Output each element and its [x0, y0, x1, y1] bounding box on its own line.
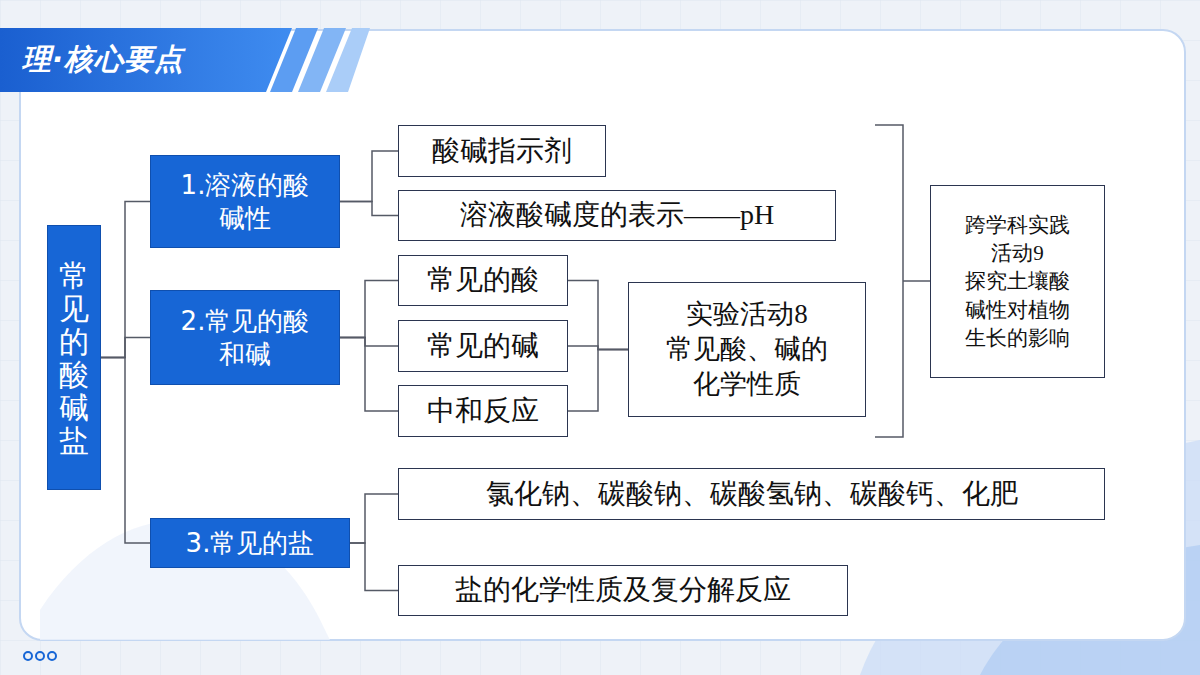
topic-box: 常见的酸碱盐	[47, 225, 101, 490]
tree-connector	[568, 281, 628, 350]
tree-connector	[340, 338, 398, 412]
branch-box: 1.溶液的酸 碱性	[150, 155, 340, 248]
leaf-box: 常见的碱	[398, 320, 568, 372]
tree-connector	[340, 202, 398, 216]
node-label: 中和反应	[427, 393, 539, 429]
tree-connector	[101, 358, 150, 544]
section-title: 理·核心要点	[22, 40, 184, 80]
node-label: 实验活动8 常见酸、碱的 化学性质	[647, 297, 847, 402]
node-label: 酸碱指示剂	[432, 133, 572, 169]
leaf-box: 溶液酸碱度的表示——pH	[398, 190, 836, 241]
group-bracket	[875, 125, 930, 437]
tree-connector	[101, 338, 150, 358]
leaf-box: 酸碱指示剂	[398, 125, 606, 177]
node-label: 常见的酸	[427, 262, 539, 298]
node-label: 1.溶液的酸 碱性	[165, 169, 325, 234]
node-label: 3.常见的盐	[160, 527, 340, 560]
node-label: 跨学科实践 活动9 探究土壤酸 碱性对植物 生长的影响	[948, 211, 1088, 353]
tree-connector	[350, 543, 398, 591]
node-label: 常见的酸碱盐	[59, 259, 89, 457]
node-label: 溶液酸碱度的表示——pH	[460, 197, 774, 233]
tree-connector	[340, 338, 398, 347]
leaf-box: 常见的酸	[398, 255, 568, 306]
tree-connector	[340, 281, 398, 338]
tree-connector	[568, 350, 628, 412]
leaf-box: 中和反应	[398, 385, 568, 437]
leaf-box: 氯化钠、碳酸钠、碳酸氢钠、碳酸钙、化肥	[398, 468, 1105, 520]
node-label: 常见的碱	[427, 328, 539, 364]
node-label: 氯化钠、碳酸钠、碳酸氢钠、碳酸钙、化肥	[486, 476, 1018, 512]
node-label: 2.常见的酸 和碱	[165, 305, 325, 370]
branch-box: 3.常见的盐	[150, 518, 350, 568]
activity-box: 跨学科实践 活动9 探究土壤酸 碱性对植物 生长的影响	[930, 185, 1105, 378]
tree-connector	[350, 494, 398, 543]
tree-connector	[340, 151, 398, 202]
node-label: 盐的化学性质及复分解反应	[455, 572, 791, 608]
branch-box: 2.常见的酸 和碱	[150, 290, 340, 385]
activity-box: 实验活动8 常见酸、碱的 化学性质	[628, 282, 866, 417]
tree-connector	[101, 202, 150, 358]
leaf-box: 盐的化学性质及复分解反应	[398, 565, 848, 616]
